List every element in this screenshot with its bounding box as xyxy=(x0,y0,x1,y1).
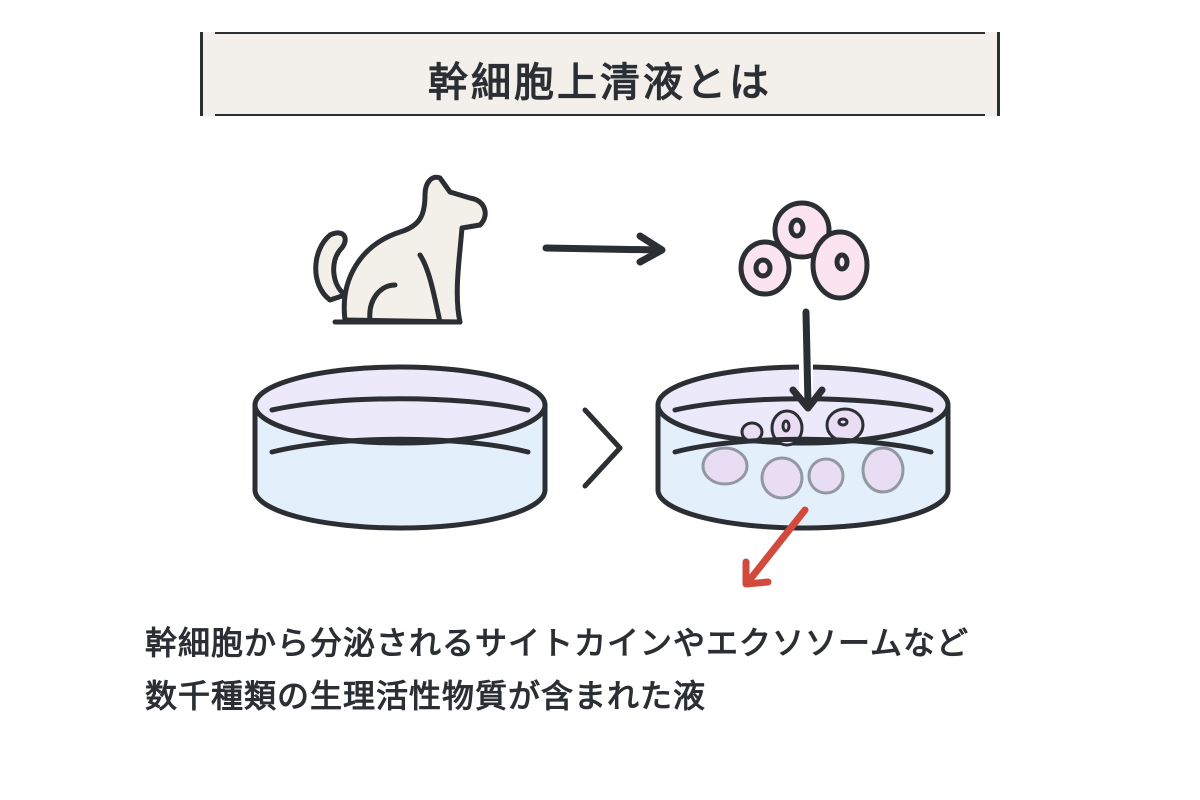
dog-icon xyxy=(313,174,488,325)
empty-petri-dish-icon xyxy=(252,364,548,531)
chevron-right-icon xyxy=(582,407,623,489)
title-bottom-rule xyxy=(215,114,985,116)
description-line-1: 幹細胞から分泌されるサイトカインやエクソソームなど xyxy=(145,624,970,662)
description-line-2: 数千種類の生理活性物質が含まれた液 xyxy=(145,677,707,715)
title-banner: 幹細胞上清液とは xyxy=(200,32,1000,116)
cultured-petri-dish-icon xyxy=(655,364,951,531)
red-arrow-icon xyxy=(742,506,809,588)
arrow-down-icon xyxy=(789,308,826,412)
page-title: 幹細胞上清液とは xyxy=(428,60,772,106)
title-top-rule xyxy=(215,32,985,34)
arrow-right-icon xyxy=(542,232,666,266)
title-left-bar xyxy=(200,32,203,116)
stem-cells-icon xyxy=(738,200,870,301)
title-right-bar xyxy=(997,32,1000,116)
